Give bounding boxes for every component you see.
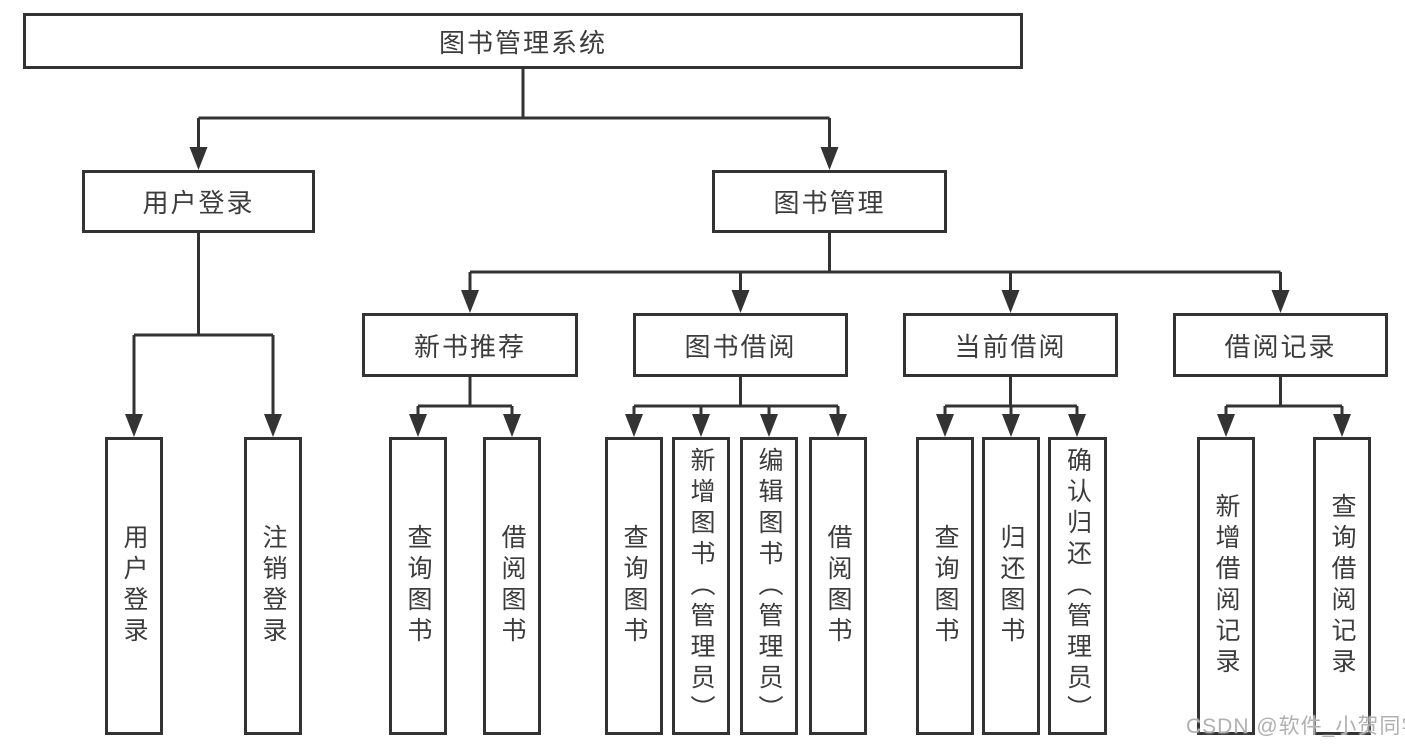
leaf-edit-books-admin: 编辑图书（管理员）	[740, 437, 798, 735]
node-current-borrowing: 当前借阅	[903, 313, 1118, 377]
node-user-login: 用户登录	[82, 170, 315, 233]
leaf-add-borrow-record: 新增借阅记录	[1197, 437, 1255, 735]
node-book-borrowing: 图书借阅	[633, 313, 848, 377]
leaf-borrow-books-recommend: 借阅图书	[483, 437, 541, 735]
leaf-query-borrow-record: 查询借阅记录	[1313, 437, 1371, 735]
leaf-query-books-borrowing: 查询图书	[605, 437, 663, 735]
node-new-book-recommendation: 新书推荐	[362, 313, 578, 377]
leaf-confirm-return-admin: 确认归还（管理员）	[1048, 437, 1107, 735]
leaf-query-books-recommend: 查询图书	[389, 437, 447, 735]
leaf-return-books: 归还图书	[982, 437, 1040, 735]
leaf-query-books-current: 查询图书	[916, 437, 974, 735]
node-book-management: 图书管理	[712, 170, 947, 233]
node-library-management-system: 图书管理系统	[23, 13, 1023, 69]
leaf-borrow-books-borrowing: 借阅图书	[809, 437, 867, 735]
leaf-add-books-admin: 新增图书（管理员）	[672, 437, 730, 735]
csdn-watermark: CSDN @软件_小贺同学	[1186, 715, 1405, 738]
node-borrowing-records: 借阅记录	[1173, 313, 1388, 377]
leaf-logout: 注销登录	[244, 437, 302, 735]
leaf-user-login: 用户登录	[105, 437, 163, 735]
